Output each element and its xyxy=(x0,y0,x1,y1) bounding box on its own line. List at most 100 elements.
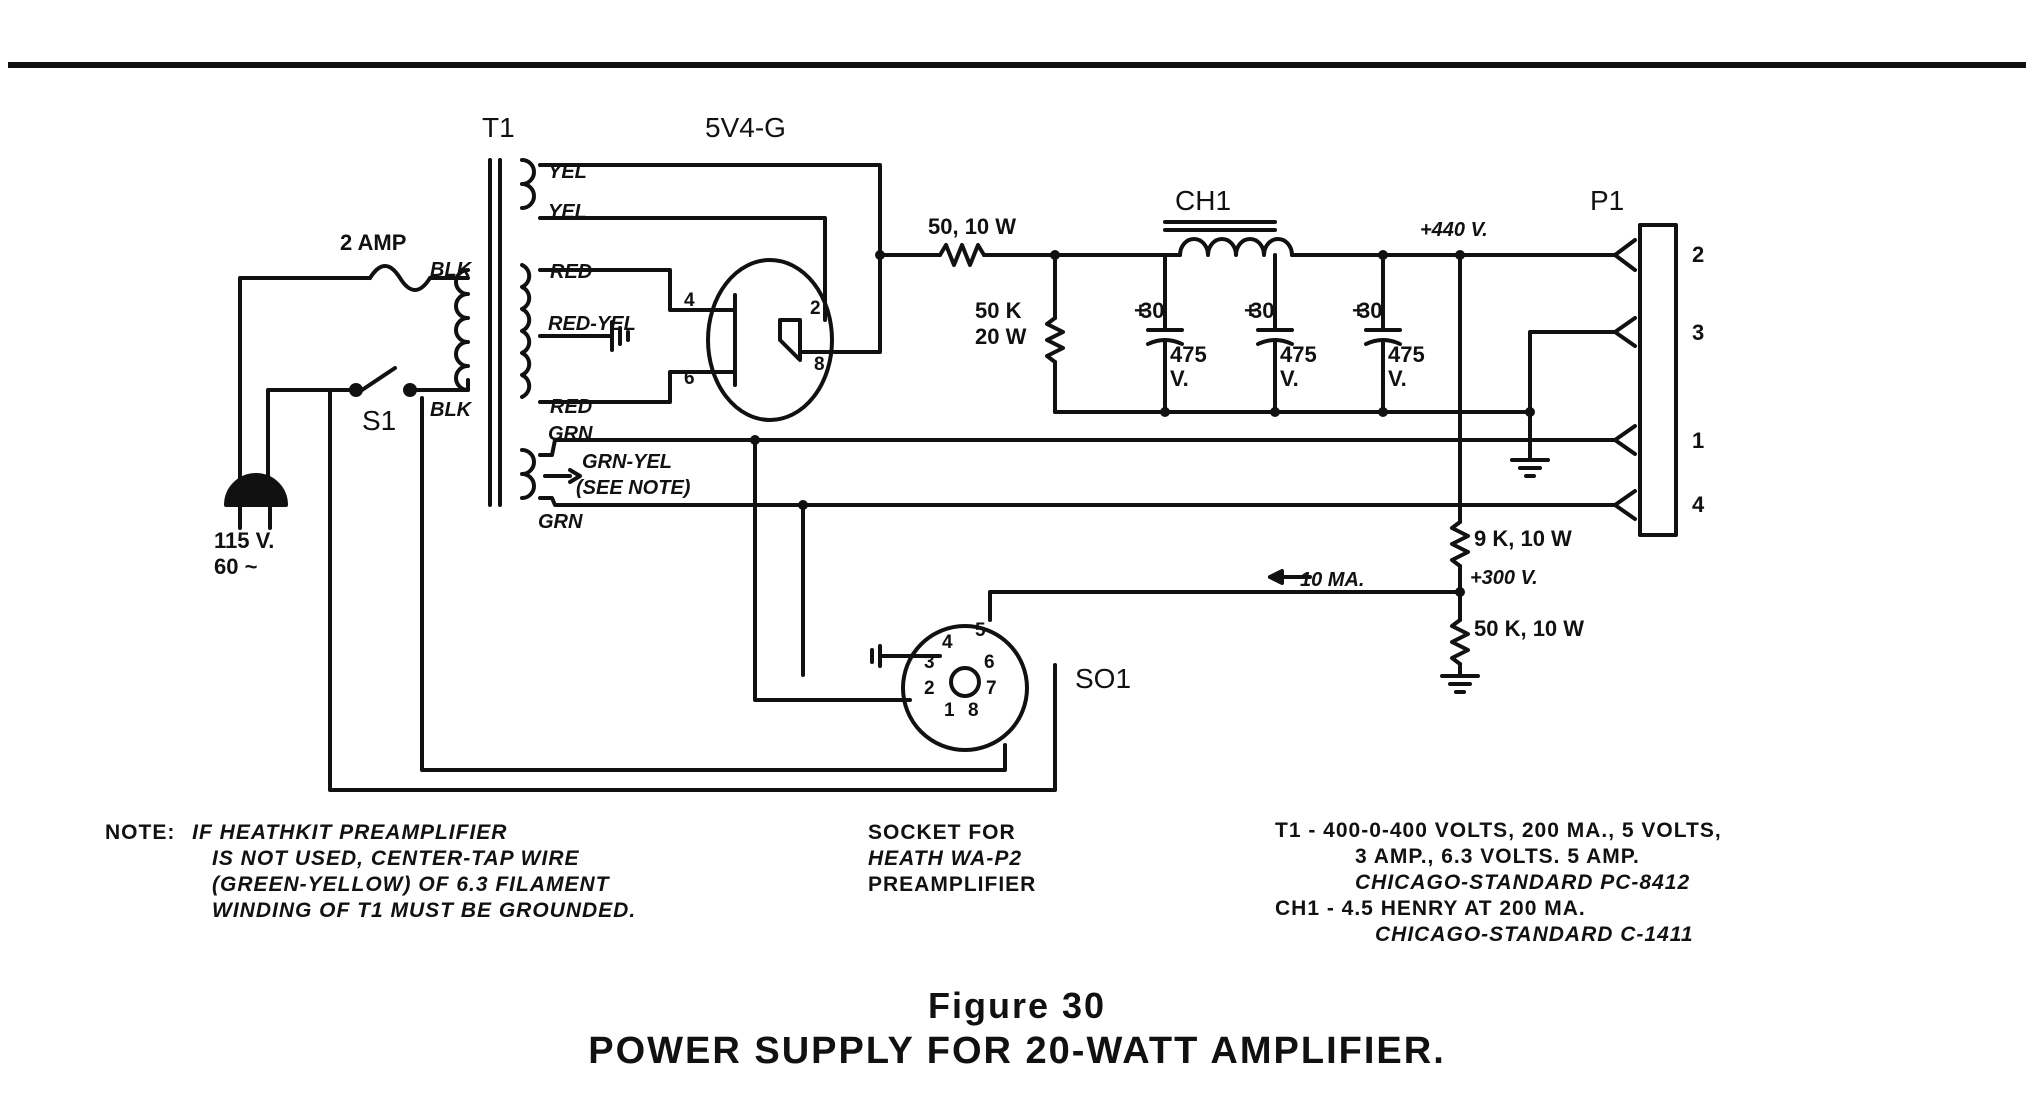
choke-label: CH1 xyxy=(1175,185,1231,216)
socket-pin: 4 xyxy=(942,632,953,653)
wire-label-grn: GRN xyxy=(538,511,583,533)
parts-line: CHICAGO-STANDARD C-1411 xyxy=(1375,923,1694,946)
switch-label: S1 xyxy=(362,405,396,436)
cap-value-label: 30 xyxy=(1140,298,1164,323)
top-rule xyxy=(8,62,2026,68)
cap-value-label: 30 xyxy=(1358,298,1382,323)
resistor-9k xyxy=(1450,520,1470,568)
cap-voltage-label: 475 xyxy=(1280,342,1317,367)
tube-filament xyxy=(778,318,802,362)
socket-pin: 3 xyxy=(924,652,935,673)
series-resistor xyxy=(938,243,986,267)
p1-plug xyxy=(1638,223,1678,537)
fuse xyxy=(368,264,432,292)
socket-keyway xyxy=(949,666,981,698)
cap-voltage-label: 475 xyxy=(1170,342,1207,367)
wire-label-red: RED xyxy=(550,261,592,283)
socket-note-line: HEATH WA-P2 xyxy=(868,847,1023,870)
socket-pin: 2 xyxy=(924,678,935,699)
series-resistor-label: 50, 10 W xyxy=(928,214,1016,239)
note-block: NOTE: IF HEATHKIT PREAMPLIFIER IS NOT US… xyxy=(105,820,636,924)
resistor-50k-label: 50 K, 10 W xyxy=(1474,616,1584,641)
switch-blade xyxy=(360,366,397,392)
p1-lead xyxy=(1613,424,1637,442)
p1-lead xyxy=(1613,330,1637,348)
rectifier-tube xyxy=(706,258,834,422)
wire-label-grn: GRN xyxy=(548,423,593,445)
p1-lead xyxy=(1613,238,1637,257)
note-line: IF HEATHKIT PREAMPLIFIER xyxy=(192,821,508,844)
tube-pin: 4 xyxy=(684,290,695,311)
p1-lead xyxy=(1613,316,1637,334)
b300-label: +300 V. xyxy=(1470,567,1538,589)
p1-lead xyxy=(1613,503,1637,521)
t1-label: T1 xyxy=(482,112,515,143)
figure-number: Figure 30 xyxy=(927,985,1107,1026)
cap-polarity: + xyxy=(1134,298,1147,323)
parts-line: T1 - 400-0-400 VOLTS, 200 MA., 5 VOLTS, xyxy=(1275,819,1722,842)
current-label: 10 MA. xyxy=(1300,569,1364,591)
ac-plug-body xyxy=(224,473,288,507)
socket-pin: 6 xyxy=(984,652,995,673)
socket-pin: 8 xyxy=(968,700,979,721)
socket-lead xyxy=(753,438,912,702)
socket-pin: 7 xyxy=(986,678,997,699)
p1-pin: 1 xyxy=(1692,428,1704,453)
filament-wire xyxy=(538,438,1617,457)
switch-lead xyxy=(420,396,1007,772)
parts-line: CH1 - 4.5 HENRY AT 200 MA. xyxy=(1275,897,1586,920)
switch-contact xyxy=(349,383,363,397)
note-line: IS NOT USED, CENTER-TAP WIRE xyxy=(212,847,580,870)
filament-wire xyxy=(538,496,1617,507)
cap-v-label: V. xyxy=(1280,366,1299,391)
figure-title: POWER SUPPLY FOR 20-WATT AMPLIFIER. xyxy=(588,1030,1446,1072)
secondary-5v-winding xyxy=(520,158,536,210)
p1-pin: 3 xyxy=(1692,320,1704,345)
mains-wire xyxy=(266,388,352,502)
resistor-9k-label: 9 K, 10 W xyxy=(1474,526,1572,551)
note-line: (GREEN-YELLOW) OF 6.3 FILAMENT xyxy=(212,873,610,896)
current-arrow-head xyxy=(1268,569,1284,585)
filament-wire xyxy=(538,216,827,322)
socket-note: SOCKET FOR HEATH WA-P2 PREAMPLIFIER xyxy=(868,820,1036,898)
wire-label-red: RED xyxy=(550,396,592,418)
cap-polarity: + xyxy=(1244,298,1257,323)
socket-pin: 5 xyxy=(975,620,986,641)
wire-label-red-yel: RED-YEL xyxy=(548,313,636,335)
cap-v-label: V. xyxy=(1170,366,1189,391)
wire-label-blk: BLK xyxy=(430,399,473,421)
wire-label-yel: YEL xyxy=(548,201,587,223)
hv-secondary-winding xyxy=(520,263,532,399)
resistor-50k xyxy=(1450,618,1470,666)
primary-winding xyxy=(454,268,470,392)
tube-pin: 6 xyxy=(684,368,695,389)
cap-voltage-label: 475 xyxy=(1388,342,1425,367)
note-line: WINDING OF T1 MUST BE GROUNDED. xyxy=(212,899,637,922)
wire-label-yel: YEL xyxy=(548,161,587,183)
switch-contact xyxy=(403,383,417,397)
socket-pin: 1 xyxy=(944,700,955,721)
wire-label-grn-yel: GRN-YEL xyxy=(582,451,672,473)
mains-wire xyxy=(414,378,470,392)
p1-pin: 4 xyxy=(1692,492,1705,517)
bplus-label: +440 V. xyxy=(1420,219,1488,241)
plate-wire xyxy=(538,370,720,404)
bleeder-resistor xyxy=(1045,316,1065,364)
plug-freq-label: 60 ~ xyxy=(214,554,258,579)
socket-note-line: PREAMPLIFIER xyxy=(868,873,1037,896)
choke-winding xyxy=(1178,237,1294,257)
wire-label-see-note: (SEE NOTE) xyxy=(576,477,691,499)
plug-voltage-label: 115 V. xyxy=(214,528,274,553)
bleeder-value-label: 50 K xyxy=(975,298,1022,323)
plate-wire xyxy=(538,268,720,312)
wire-label-blk: BLK xyxy=(430,259,473,281)
preamp-bplus xyxy=(988,590,1462,622)
switch-lead xyxy=(328,390,1057,792)
ground-return xyxy=(1528,330,1617,414)
socket-note-line: SOCKET FOR xyxy=(868,821,1016,844)
tube-label: 5V4-G xyxy=(705,112,786,143)
p1-lead xyxy=(1613,253,1637,272)
tube-pin: 8 xyxy=(814,354,825,375)
